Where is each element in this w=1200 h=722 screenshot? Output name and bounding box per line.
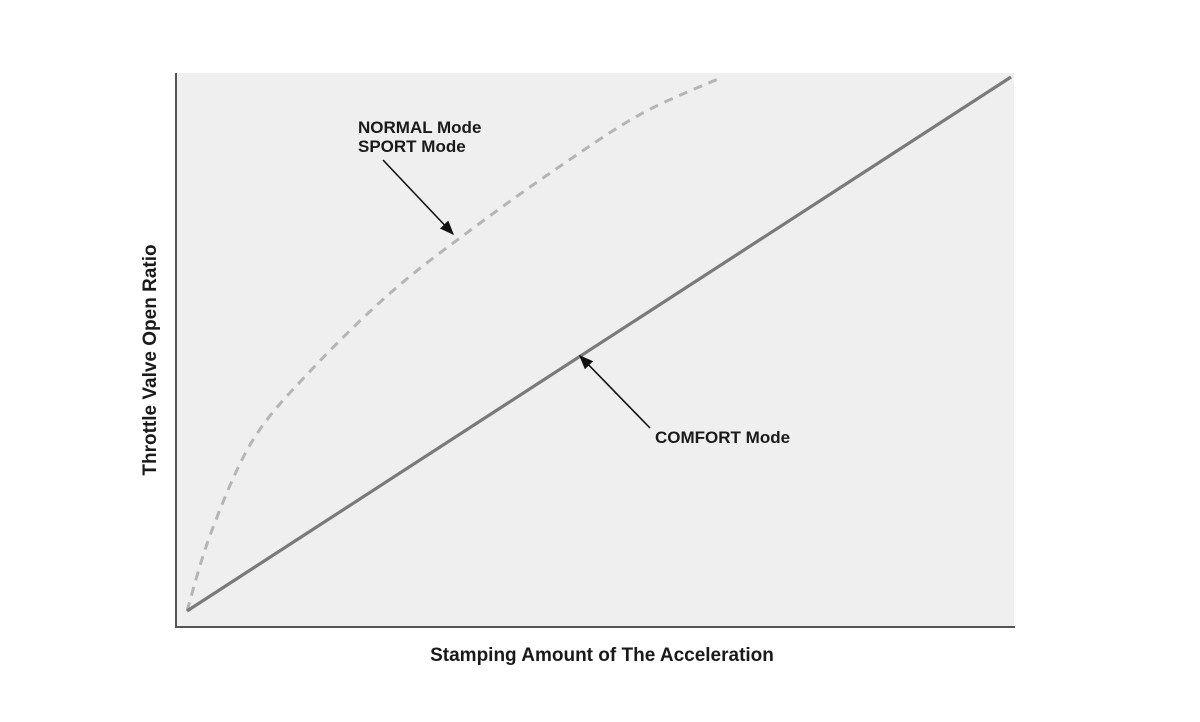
series-layer (185, 75, 1012, 613)
series-line-1 (186, 75, 1012, 613)
annotation-layer: NORMAL Mode SPORT Mode COMFORT Mode (358, 118, 790, 447)
annotation-comfort-label: COMFORT Mode (655, 428, 790, 447)
annotation-comfort-arrow (578, 354, 651, 429)
annotation-sport-label: SPORT Mode (358, 137, 466, 156)
x-axis-title: Stamping Amount of The Acceleration (430, 645, 774, 666)
y-axis-title: Throttle Valve Open Ratio (140, 244, 161, 475)
annotation-normal-label: NORMAL Mode (358, 118, 481, 137)
annotation-normal-arrow (382, 159, 454, 236)
series-line-0 (185, 75, 724, 612)
